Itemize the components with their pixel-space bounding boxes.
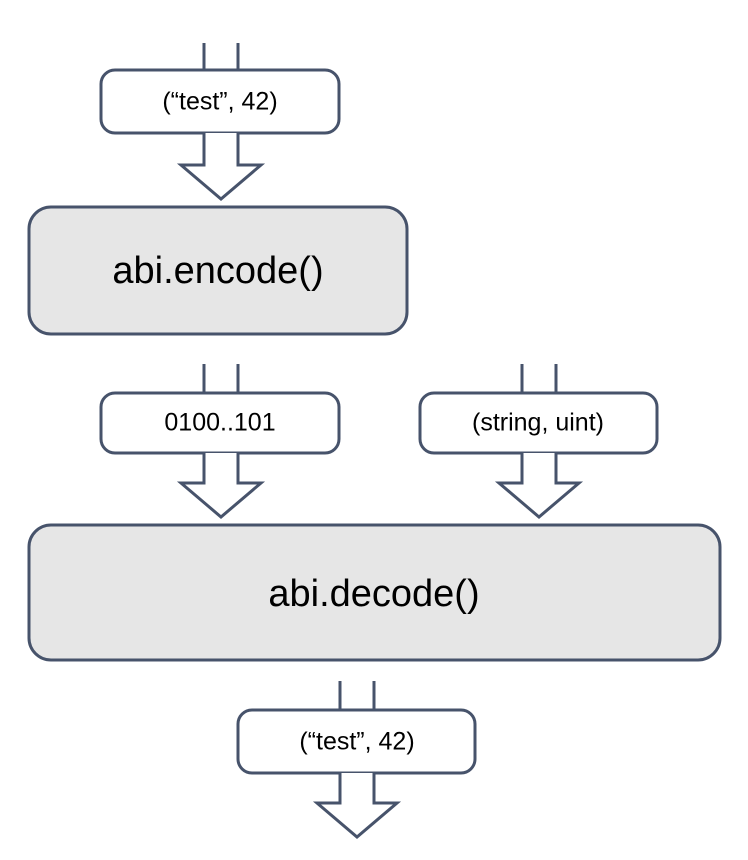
arrow-into-input-tuple: [202, 43, 240, 74]
node-abi-decode-label: abi.decode(): [268, 573, 479, 615]
node-output-tuple-label: (“test”, 42): [299, 728, 414, 756]
node-abi-encode-label: abi.encode(): [112, 250, 323, 292]
arrow-type-to-decode: [494, 453, 584, 519]
arrow-bytes-to-decode: [176, 453, 266, 519]
arrow-into-type-signature: [520, 364, 558, 396]
arrow-output-out: [312, 773, 402, 839]
node-encoded-bytes-label: 0100..101: [164, 409, 275, 437]
arrow-encode-to-bytes: [202, 364, 240, 396]
node-input-tuple-label: (“test”, 42): [162, 88, 277, 116]
node-type-signature-label: (string, uint): [472, 409, 604, 437]
arrow-input-to-encode: [176, 133, 266, 201]
arrow-decode-to-output: [338, 681, 376, 713]
node-abi-decode[interactable]: [27, 523, 722, 662]
node-abi-encode[interactable]: [27, 205, 409, 336]
